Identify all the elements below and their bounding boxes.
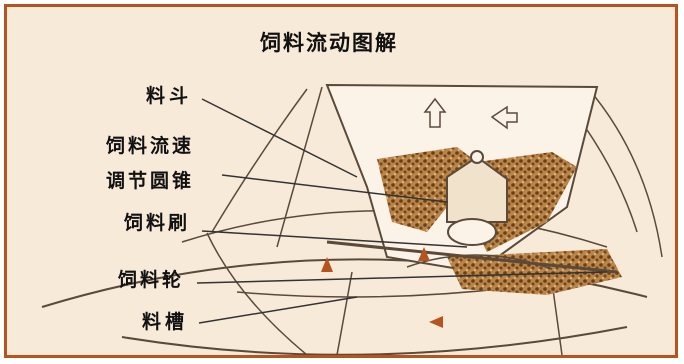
label-hopper: 料斗: [146, 84, 192, 107]
diagram-frame: 饲料流动图解 料斗 饲料流速 调节圆锥 饲料刷 饲料轮 料槽: [4, 4, 678, 358]
feed-brush: [447, 218, 497, 246]
motion-arrows: [321, 247, 443, 328]
diagram-title: 饲料流动图解: [259, 31, 398, 55]
label-trough: 料槽: [142, 310, 188, 333]
feeder-diagram: 饲料流动图解 料斗 饲料流速 调节圆锥 饲料刷 饲料轮 料槽: [41, 31, 663, 355]
label-cone-line2: 调节圆锥: [106, 169, 194, 192]
feed-wheel-arc: [406, 254, 553, 270]
cone-leader: [221, 174, 448, 203]
pan-bottom-rim: [121, 326, 628, 355]
trough-leader: [198, 296, 358, 324]
flow-arrows: [423, 97, 518, 130]
cone-knob: [470, 150, 484, 164]
label-brush: 饲料刷: [123, 211, 190, 234]
label-cone-line1: 饲料流速: [105, 134, 194, 157]
brush-leader: [201, 230, 468, 248]
wheel-leader: [196, 271, 608, 284]
label-wheel: 饲料轮: [117, 268, 184, 291]
trough-feed: [447, 249, 622, 295]
hopper-leader: [201, 98, 358, 178]
feed-wheel-bar: [326, 240, 618, 274]
